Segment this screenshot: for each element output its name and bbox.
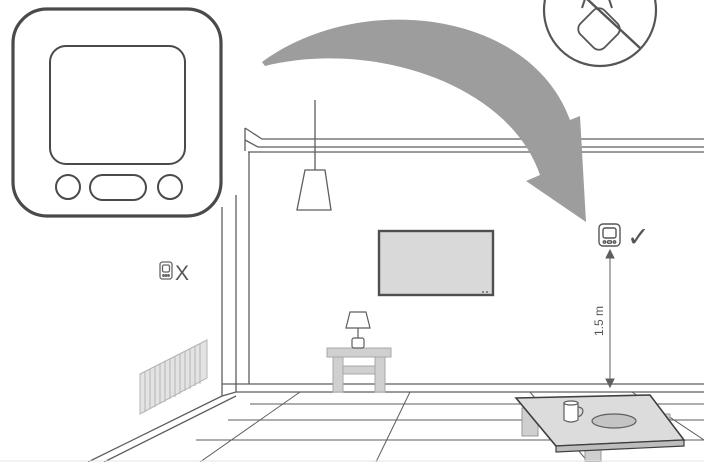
no-sunlight-icon	[544, 0, 656, 66]
cross-mark: X	[175, 262, 189, 285]
thermostat-bad-position-icon	[160, 262, 172, 279]
thermostat-good-position-icon	[599, 224, 620, 246]
pendant-lamp	[297, 100, 331, 210]
plate-icon	[592, 414, 636, 428]
ceiling-moulding	[245, 128, 704, 152]
height-indicator	[606, 250, 614, 387]
thermostat-device	[13, 9, 221, 216]
radiator	[140, 340, 207, 414]
table-lamp	[346, 312, 370, 348]
thermostat-right-button	[158, 175, 182, 199]
coffee-table	[516, 395, 684, 462]
check-mark: ✓	[627, 222, 650, 252]
baseboard	[222, 384, 704, 396]
thermostat-center-button	[90, 175, 146, 200]
thermostat-screen	[50, 46, 185, 164]
side-table	[327, 348, 391, 392]
thermostat-left-button	[56, 175, 80, 199]
height-label: 1.5 m	[592, 306, 606, 336]
wall-corner	[222, 152, 249, 392]
television	[379, 231, 493, 295]
